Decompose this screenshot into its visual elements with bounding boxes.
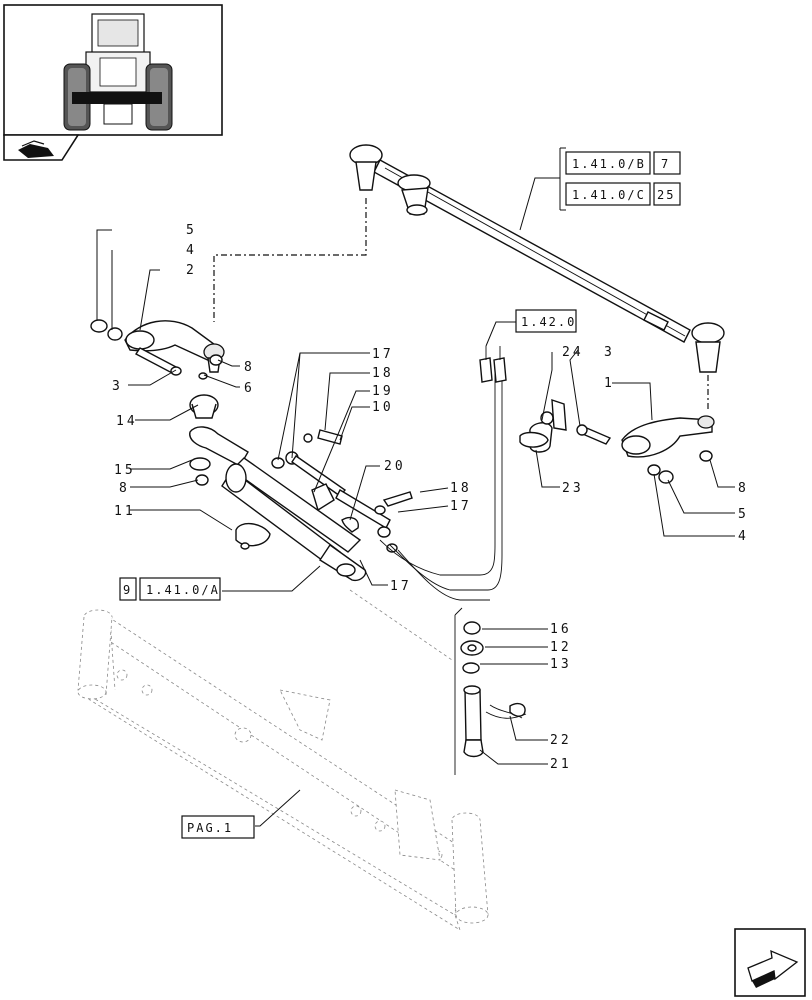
- ref-1-41-0-b[interactable]: 1.41.0/B 7: [559, 147, 681, 211]
- callout-label: 14: [116, 414, 138, 429]
- callout-label: 17: [390, 579, 412, 594]
- callout-label: 18: [372, 366, 394, 381]
- callout-label: 8: [119, 481, 130, 496]
- callout-label: 20: [384, 459, 406, 474]
- tie-rod-link-line: [213, 198, 367, 322]
- ref-1-41-0-b-label: 1.41.0/B: [572, 157, 646, 171]
- callout-label: 23: [562, 481, 584, 496]
- callout-label: 11: [114, 504, 136, 519]
- tractor-front-thumbnail-icon: [63, 13, 173, 131]
- ref-1-41-0-c-label: 1.41.0/C: [572, 188, 646, 202]
- callout-label: 13: [550, 657, 572, 672]
- callout-label: 10: [372, 400, 394, 415]
- callout-label: 4: [738, 529, 749, 544]
- callout-label: 17: [450, 499, 472, 514]
- callout-label: 5: [738, 507, 749, 522]
- ref-pag-1[interactable]: PAG.1: [181, 815, 255, 839]
- left-steering-arm: [90, 319, 225, 380]
- callout-labels: 5 4 2 8 6 3 14 15 8 11 17 18 19 10 20 18…: [112, 223, 749, 772]
- callout-label: 17: [372, 347, 394, 362]
- callout-label: 19: [372, 384, 394, 399]
- pin-bolt-stack: [349, 589, 527, 775]
- ref-1-42-0-label: 1.42.0: [521, 315, 576, 329]
- tie-rod-assembly: [349, 144, 725, 373]
- ref-1-41-0-c-number: 25: [657, 188, 675, 202]
- ref-1-42-0[interactable]: 1.42.0: [515, 309, 577, 333]
- callout-label: 8: [738, 481, 749, 496]
- callout-label: 8: [244, 360, 255, 375]
- callout-label: 22: [550, 733, 572, 748]
- ref-1-41-0-b-number: 7: [661, 157, 670, 171]
- next-page-arrow-icon: [747, 949, 799, 988]
- callout-label: 1: [604, 376, 615, 391]
- ref-pag-1-label: PAG.1: [187, 821, 233, 835]
- callout-label: 2: [186, 263, 197, 278]
- callout-label: 6: [244, 381, 255, 396]
- leader-lines: [96, 177, 735, 827]
- book-folder-icon: [18, 140, 54, 158]
- ref-1-41-0-c[interactable]: 1.41.0/C 25: [565, 182, 681, 206]
- callout-label: 3: [604, 345, 615, 360]
- callout-label: 3: [112, 379, 123, 394]
- next-page-button[interactable]: [734, 928, 806, 997]
- tractor-thumbnail-panel[interactable]: [3, 4, 223, 161]
- callout-label: 15: [114, 463, 136, 478]
- ref-1-41-0-a-number: 9: [123, 583, 132, 597]
- ref-1-41-0-a-label: 1.41.0/A: [146, 583, 220, 597]
- callout-label: 5: [186, 223, 197, 238]
- callout-label: 18: [450, 481, 472, 496]
- ref-1-41-0-a[interactable]: 9 1.41.0/A: [119, 577, 221, 601]
- callout-label: 21: [550, 757, 572, 772]
- callout-label: 12: [550, 640, 572, 655]
- right-steering-arm: [519, 399, 715, 484]
- steering-cylinder: [189, 346, 507, 601]
- callout-label: 4: [186, 243, 197, 258]
- front-axle-ghost: [77, 609, 489, 931]
- callout-label: 16: [550, 622, 572, 637]
- callout-label: 24: [562, 345, 584, 360]
